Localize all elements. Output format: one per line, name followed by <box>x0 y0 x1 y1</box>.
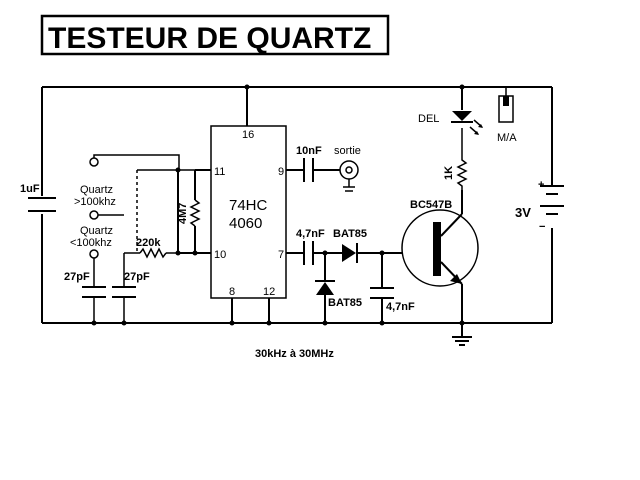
resistor-1k <box>456 128 468 190</box>
battery-3v-icon <box>540 185 564 215</box>
transistor-bc547b-icon <box>401 209 479 287</box>
resistor-1k-label: 1K <box>443 166 455 180</box>
output-jack-icon <box>339 160 359 192</box>
diode-bat85-shunt <box>315 280 335 295</box>
quartz-high-label-2: >100khz <box>74 196 116 208</box>
resistor-220k <box>139 247 167 259</box>
quartz-high-label-1: Quartz <box>80 184 113 196</box>
transistor-label: BC547B <box>410 199 452 211</box>
capacitor-1uf-label: 1uF <box>20 183 40 195</box>
junction <box>244 84 250 90</box>
capacitor-4-7nf-filter <box>370 287 394 299</box>
ic-label-line1: 74HC <box>229 197 268 214</box>
quartz-high-wire <box>93 154 211 171</box>
pin-7-label: 7 <box>278 249 284 261</box>
ground-icon <box>452 323 472 346</box>
quartz-low-label-1: Quartz <box>80 225 113 237</box>
battery-label: 3V <box>515 205 531 220</box>
junction <box>459 84 465 90</box>
capacitor-27pf-right-label: 27pF <box>124 271 150 283</box>
quartz-contact-top <box>89 157 99 167</box>
junction <box>322 320 328 326</box>
capacitor-27pf-left-label: 27pF <box>64 271 90 283</box>
capacitor-27pf-left <box>82 286 106 298</box>
capacitor-27pf-right <box>112 286 136 298</box>
capacitor-4-7nf-coupling <box>303 241 314 265</box>
junction <box>121 320 127 326</box>
capacitor-4-7nf-filter-label: 4,7nF <box>386 301 415 313</box>
quartz-contact-mid <box>89 210 99 220</box>
pin-12-label: 12 <box>263 286 275 298</box>
power-switch-icon <box>498 87 514 123</box>
pin-11-label: 11 <box>214 166 225 178</box>
pin-16-label: 16 <box>242 129 254 141</box>
diagram-title: TESTEUR DE QUARTZ <box>48 22 371 55</box>
battery-plus-sign: + <box>538 179 544 191</box>
led-label: DEL <box>418 113 439 125</box>
junction <box>192 250 198 256</box>
pin-8-label: 8 <box>229 286 235 298</box>
battery-minus-sign: − <box>539 221 545 233</box>
capacitor-1uf <box>28 197 56 212</box>
capacitor-10nf-label: 10nF <box>296 145 322 157</box>
junction <box>229 320 235 326</box>
capacitor-10nf <box>303 158 314 182</box>
pin-10-label: 10 <box>214 249 226 261</box>
diode-series-label: BAT85 <box>333 228 367 240</box>
quartz-low-label-2: <100khz <box>70 237 112 249</box>
ic-74hc4060 <box>210 125 287 299</box>
output-jack-label: sortie <box>334 145 361 157</box>
resistor-220k-label: 220k <box>136 237 161 249</box>
switch-label: M/A <box>497 132 517 144</box>
title-box <box>40 14 390 56</box>
junction <box>266 320 272 326</box>
diode-bat85-series <box>342 243 358 263</box>
led-icon <box>451 111 483 135</box>
frequency-range-caption: 30kHz à 30MHz <box>255 348 334 360</box>
junction <box>91 320 97 326</box>
capacitor-4-7nf-coupling-label: 4,7nF <box>296 228 325 240</box>
junction <box>175 167 181 173</box>
quartz-contact-low <box>89 249 99 259</box>
pin-9-label: 9 <box>278 166 284 178</box>
ic-label-line2: 4060 <box>229 215 262 232</box>
diode-shunt-label: BAT85 <box>328 297 362 309</box>
resistor-4m7-label: 4M7 <box>177 203 189 224</box>
junction <box>379 320 385 326</box>
resistor-4m7 <box>189 199 201 227</box>
